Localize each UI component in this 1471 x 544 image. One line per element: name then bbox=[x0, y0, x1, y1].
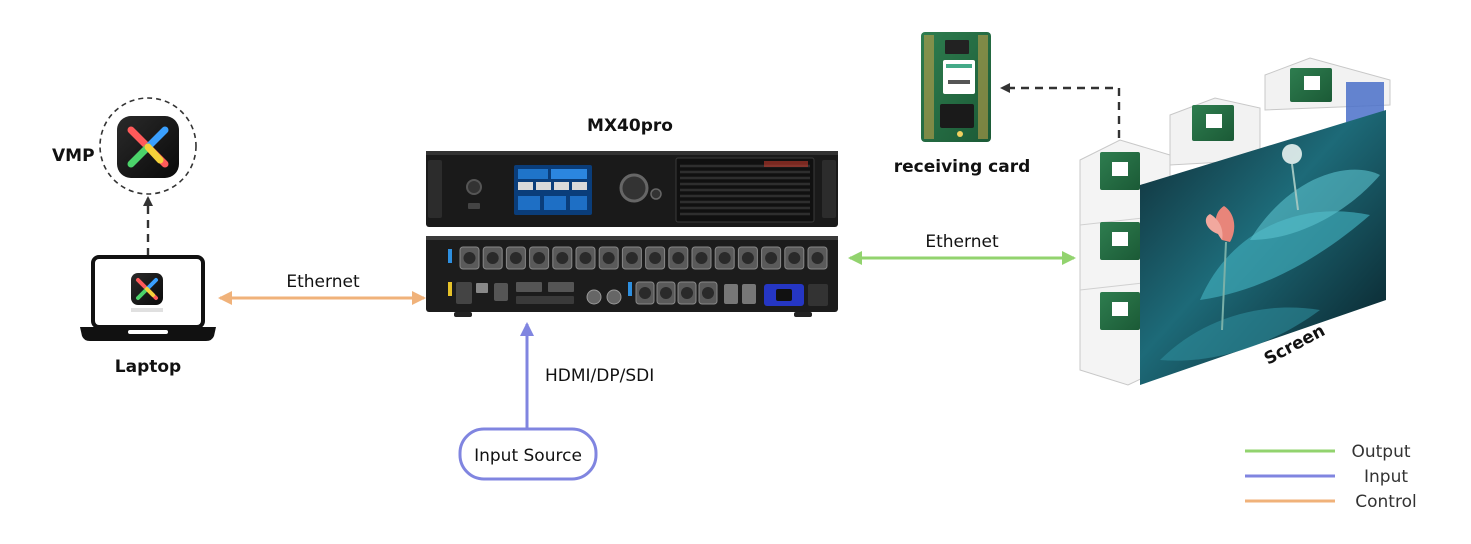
legend-label: Output bbox=[1351, 442, 1410, 462]
back-button-icon bbox=[650, 188, 662, 200]
legend-label: Input bbox=[1364, 467, 1408, 487]
vmp-app-icon bbox=[117, 116, 179, 178]
dp-port-icon bbox=[548, 282, 574, 292]
laptop-screen-vmp-icon bbox=[131, 273, 163, 312]
usb-control-port-icon bbox=[476, 283, 488, 293]
vmp-label: VMP bbox=[52, 146, 95, 166]
knob-icon bbox=[619, 173, 649, 203]
controller-lcd-screen-icon bbox=[514, 165, 592, 215]
hdmi-port-icon bbox=[516, 282, 542, 292]
input-source-box bbox=[458, 427, 598, 481]
control-port-icon bbox=[456, 282, 472, 304]
control-ethernet-label: Ethernet bbox=[286, 272, 360, 292]
ethernet-port-icon bbox=[598, 246, 619, 270]
receiving-card-label: receiving card bbox=[894, 157, 1031, 177]
ethernet-port-icon bbox=[737, 246, 758, 270]
receiving-card-icon bbox=[921, 32, 991, 142]
ethernet-port-icon bbox=[677, 281, 697, 305]
legend-label: Control bbox=[1355, 492, 1416, 512]
ethernet-port-icon bbox=[784, 246, 805, 270]
sdi-port-icon bbox=[586, 289, 602, 305]
laptop-icon bbox=[80, 255, 216, 341]
ethernet-port-icon bbox=[656, 281, 676, 305]
ethernet-port-icon bbox=[668, 246, 689, 270]
ethernet-output-ports bbox=[459, 246, 828, 270]
controller-node: MX40pro bbox=[426, 116, 838, 317]
controller-front-panel bbox=[426, 151, 838, 227]
ethernet-extra-ports bbox=[635, 281, 718, 305]
sdi-port-2-icon bbox=[606, 289, 622, 305]
ethernet-port-icon bbox=[714, 246, 735, 270]
ethernet-port-icon bbox=[621, 246, 642, 270]
output-ethernet-label: Ethernet bbox=[925, 232, 999, 252]
laptop-label: Laptop bbox=[115, 357, 181, 377]
power-button-icon bbox=[466, 179, 482, 195]
legend-item: Control bbox=[1245, 492, 1417, 512]
ethernet-port-icon bbox=[698, 281, 718, 305]
ethernet-port-icon bbox=[552, 246, 573, 270]
controller-rear-panel bbox=[426, 236, 838, 312]
ethernet-port-icon bbox=[691, 246, 712, 270]
receiving-card-node: receiving card bbox=[894, 32, 1031, 177]
screen-display-panel bbox=[1140, 110, 1386, 385]
vmp-node: VMP bbox=[52, 97, 197, 195]
ethernet-port-icon bbox=[459, 246, 480, 270]
ethernet-port-icon bbox=[761, 246, 782, 270]
controller-vent-grille bbox=[675, 157, 815, 223]
screen-to-card-dashed-arrow bbox=[1000, 83, 1121, 152]
ethernet-port-icon bbox=[575, 246, 596, 270]
ethernet-port-icon bbox=[635, 281, 655, 305]
legend-item: Output bbox=[1245, 442, 1411, 462]
screen-node: Screen bbox=[1079, 57, 1391, 386]
controller-label: MX40pro bbox=[587, 116, 673, 136]
usb-port-icon bbox=[468, 203, 480, 209]
ethernet-port-icon bbox=[807, 246, 828, 270]
legend-item: Input bbox=[1245, 467, 1408, 487]
input-source-node: Input Source bbox=[458, 427, 598, 481]
input-line-label: HDMI/DP/SDI bbox=[545, 366, 654, 386]
ethernet-port-icon bbox=[645, 246, 666, 270]
ethernet-port-icon bbox=[529, 246, 550, 270]
ethernet-port-icon bbox=[482, 246, 503, 270]
laptop-node: Laptop bbox=[80, 255, 216, 377]
input-source-label: Input Source bbox=[474, 446, 582, 466]
ethernet-port-icon bbox=[505, 246, 526, 270]
